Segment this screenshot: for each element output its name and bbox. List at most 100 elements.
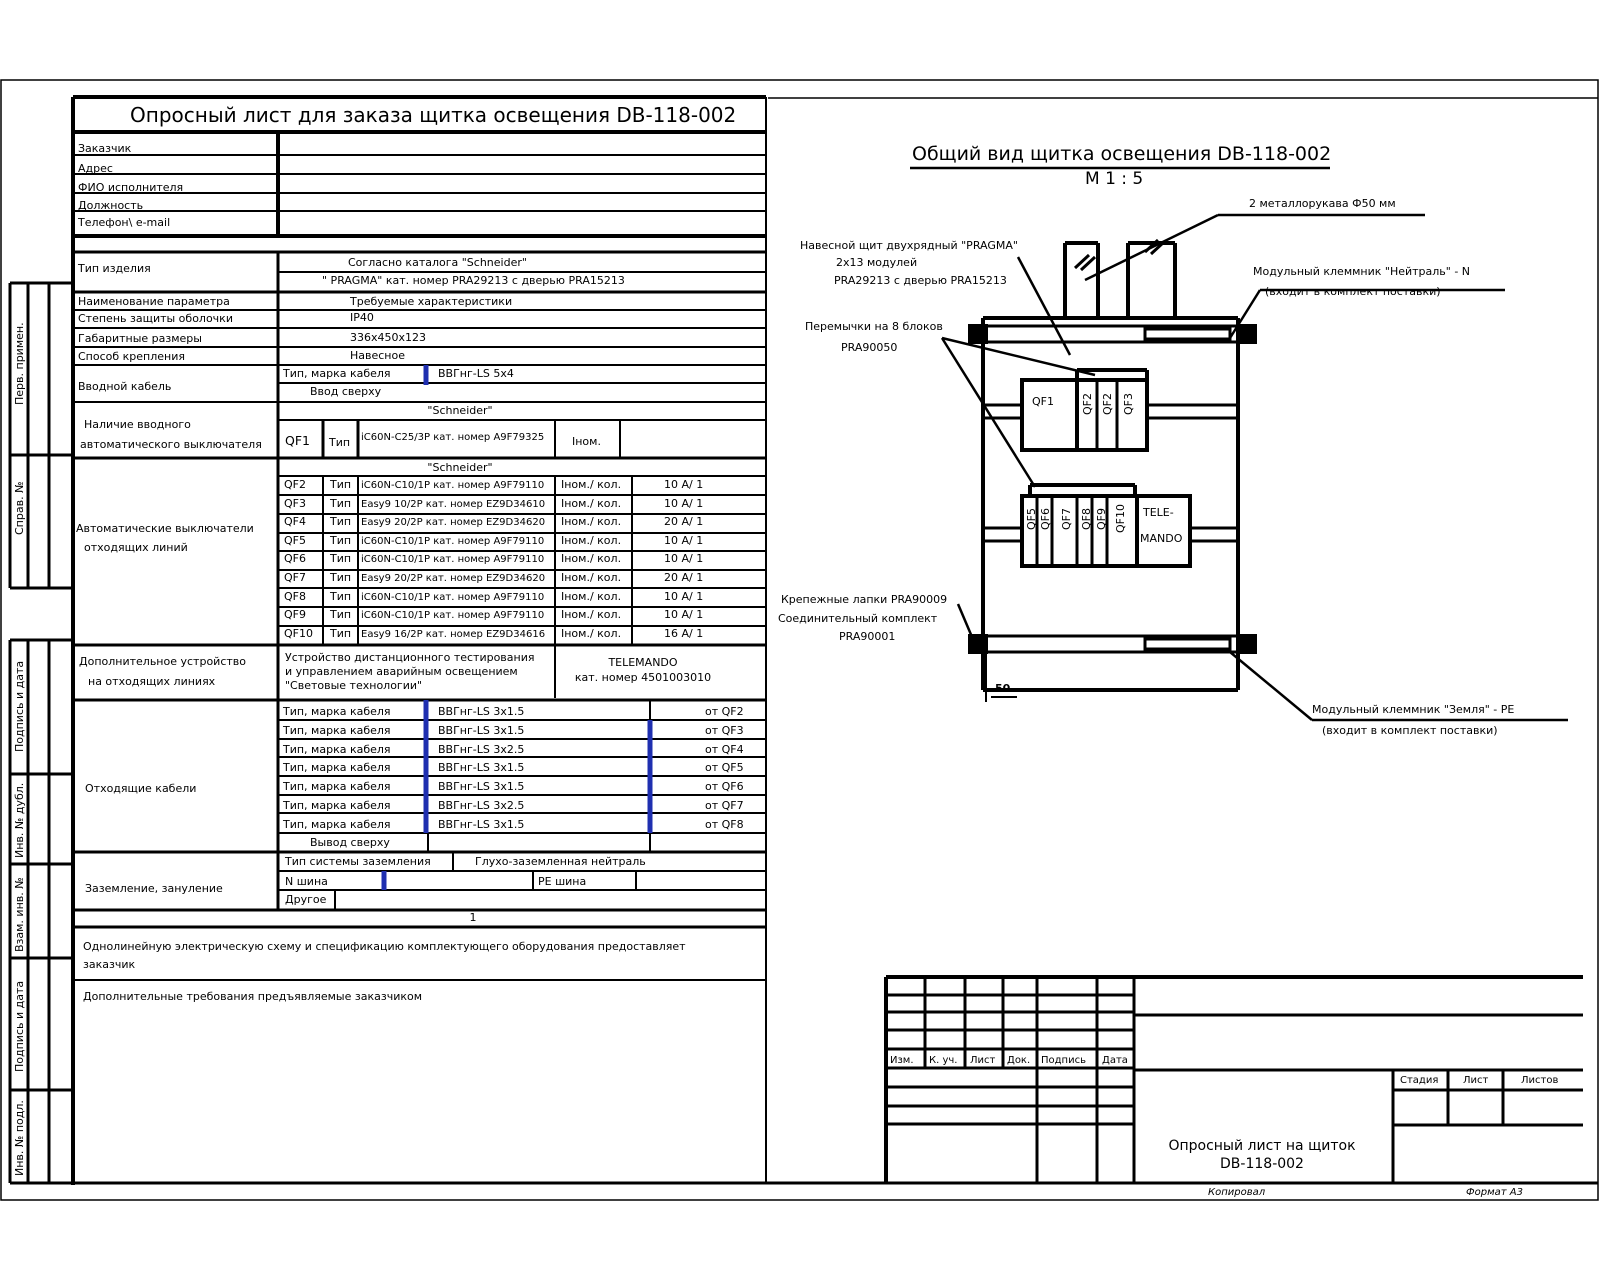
- tb-stage: Стадия: [1400, 1075, 1439, 1086]
- cable-value: ВВГнг-LS 3х1.5: [438, 705, 525, 718]
- breaker-tip: Тип: [330, 478, 352, 491]
- breaker-label: QF1: [1032, 395, 1054, 408]
- telemando-label: MANDO: [1140, 532, 1183, 545]
- callout-enclosure: PRA29213 с дверью PRA15213: [834, 274, 1007, 287]
- protection-value: IP40: [350, 311, 374, 324]
- cable-from: от QF6: [705, 780, 744, 793]
- param-req-label: Требуемые характеристики: [350, 295, 513, 308]
- breaker-qf: QF6: [284, 552, 306, 565]
- outgoing-label: отходящих линий: [84, 541, 188, 554]
- form-title: Опросный лист для заказа щитка освещения…: [130, 103, 737, 127]
- breaker-inom: Iном./ кол.: [561, 552, 622, 565]
- callout-jumpers: PRA90050: [841, 341, 898, 354]
- side-stamp: Инв. № подл.: [13, 1100, 26, 1176]
- breaker-qf: QF2: [284, 478, 306, 491]
- tb-col: Док.: [1007, 1055, 1031, 1066]
- breaker-label: QF10: [1114, 504, 1127, 533]
- callout-neutral: (входит в комплект поставки): [1265, 285, 1441, 298]
- customer-row-label: Должность: [78, 199, 144, 212]
- cable-value: ВВГнг-LS 3х2.5: [438, 799, 525, 812]
- cable-value: ВВГнг-LS 3х1.5: [438, 724, 525, 737]
- callout-mount: PRA90001: [839, 630, 896, 643]
- breaker-model: iC60N-C10/1P кат. номер A9F79110: [361, 592, 545, 603]
- cable-type: Тип, марка кабеля: [283, 743, 391, 756]
- breaker-model: iC60N-C10/1P кат. номер A9F79110: [361, 536, 545, 547]
- input-cable-value: ВВГнг-LS 5х4: [438, 367, 514, 380]
- breaker-qf: QF3: [284, 497, 306, 510]
- cable-value: ВВГнг-LS 3х2.5: [438, 743, 525, 756]
- breaker-rating: 10 A/ 1: [664, 552, 704, 565]
- cable-type: Тип, марка кабеля: [283, 799, 391, 812]
- cable-type: Тип, марка кабеля: [283, 705, 391, 718]
- callout-mount: Соединительный комплект: [778, 612, 938, 625]
- breaker-inom: Iном./ кол.: [561, 627, 622, 640]
- callout-earth: (входит в комплект поставки): [1322, 724, 1498, 737]
- cable-type: Тип, марка кабеля: [283, 724, 391, 737]
- manufacturer: "Schneider": [427, 404, 493, 417]
- callout-conduit: 2 металлорукава Ф50 мм: [1249, 197, 1396, 210]
- customer-row-label: Заказчик: [78, 142, 132, 155]
- param-name-label: Наименование параметра: [78, 295, 230, 308]
- breaker-qf: QF7: [284, 571, 306, 584]
- main-model: iC60N-C25/3P кат. номер A9F79325: [361, 432, 545, 443]
- out-from: Вывод сверху: [310, 836, 390, 849]
- side-stamp: Взам. инв. №: [13, 877, 26, 952]
- outgoing-label: Автоматические выключатели: [76, 522, 254, 535]
- product-type-label: Тип изделия: [78, 262, 151, 275]
- breaker-label: QF6: [1039, 508, 1052, 530]
- breaker-tip: Тип: [330, 497, 352, 510]
- tb-name: DB-118-002: [1220, 1156, 1304, 1172]
- other: Другое: [285, 893, 327, 906]
- breaker-inom: Iном./ кол.: [561, 515, 622, 528]
- breaker-inom: Iном./ кол.: [561, 590, 622, 603]
- pe-bus: PE шина: [538, 875, 587, 888]
- main-inom: Iном.: [572, 435, 601, 448]
- telemando-label: TELE-: [1143, 506, 1174, 519]
- manufacturer: "Schneider": [427, 461, 493, 474]
- extra-device-desc: "Световые технологии": [285, 679, 423, 692]
- extra-device-label: Дополнительное устройство: [79, 655, 246, 668]
- breaker-model: Easy9 20/2P кат. номер EZ9D34620: [361, 573, 546, 584]
- breaker-qf: QF10: [284, 627, 313, 640]
- main-breaker-label: автоматического выключателя: [80, 438, 262, 451]
- tb-name: Опросный лист на щиток: [1168, 1138, 1356, 1154]
- callout-earth: Модульный клеммник "Земля" - PE: [1312, 703, 1515, 716]
- breaker-inom: Iном./ кол.: [561, 534, 622, 547]
- main-qf: QF1: [285, 433, 310, 448]
- note: Однолинейную электрическую схему и специ…: [83, 940, 686, 953]
- breaker-rating: 10 A/ 1: [664, 497, 704, 510]
- cable-from: от QF3: [705, 724, 744, 737]
- side-stamp: Подпись и дата: [13, 660, 26, 752]
- extra-device-desc: и управлением аварийным освещением: [285, 665, 518, 678]
- n-bus: N шина: [285, 875, 328, 888]
- page-number: 1: [469, 911, 477, 924]
- extra-device-label: на отходящих линиях: [88, 675, 216, 688]
- cable-from: от QF7: [705, 799, 744, 812]
- breaker-rating: 20 A/ 1: [664, 515, 704, 528]
- breaker-tip: Тип: [330, 534, 352, 547]
- breaker-label: QF3: [1122, 393, 1135, 415]
- breaker-model: iC60N-C10/1P кат. номер A9F79110: [361, 610, 545, 621]
- product-line: " PRAGMA" кат. номер PRA29213 с дверью P…: [322, 274, 625, 287]
- drawing-scale: М 1 : 5: [1085, 169, 1144, 189]
- dimension-label: 50: [995, 682, 1011, 695]
- cable-from: от QF2: [705, 705, 744, 718]
- earthing-label: Заземление, зануление: [85, 882, 223, 895]
- tb-col: Подпись: [1041, 1055, 1086, 1066]
- side-stamp: Инв. № дубл.: [13, 782, 26, 858]
- tb-col: Лист: [970, 1055, 996, 1066]
- cable-value: ВВГнг-LS 3х1.5: [438, 761, 525, 774]
- customer-row-label: Телефон\ e-mail: [78, 216, 171, 229]
- drawing-title: Общий вид щитка освещения DB-118-002: [912, 143, 1332, 165]
- breaker-inom: Iном./ кол.: [561, 478, 622, 491]
- out-cables-label: Отходящие кабели: [85, 782, 197, 795]
- tb-format: Формат А3: [1466, 1187, 1523, 1198]
- input-cable-label: Вводной кабель: [78, 380, 172, 393]
- breaker-tip: Тип: [330, 627, 352, 640]
- customer-row-label: Адрес: [78, 162, 113, 175]
- cable-type: Тип, марка кабеля: [283, 761, 391, 774]
- breaker-label: QF5: [1025, 508, 1038, 530]
- breaker-rating: 10 A/ 1: [664, 478, 704, 491]
- main-tip: Тип: [329, 436, 351, 449]
